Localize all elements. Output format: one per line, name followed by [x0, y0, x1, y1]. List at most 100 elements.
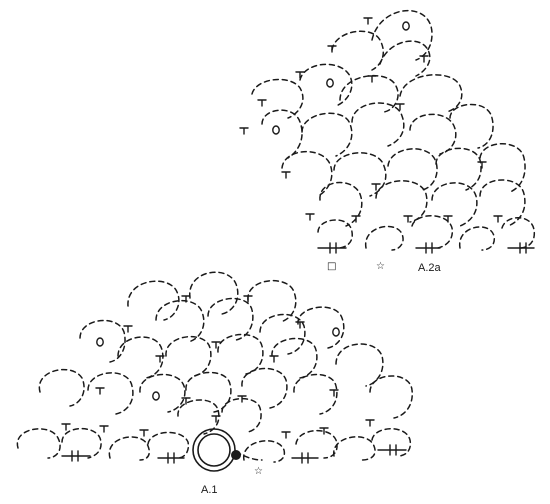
chain-arch: [449, 103, 494, 149]
stitch-symbol: [443, 215, 453, 223]
chain-arch: [221, 397, 262, 433]
chain-arch: [147, 431, 190, 459]
picot-circle: [332, 327, 340, 337]
chain-arch: [271, 337, 318, 379]
a1-single-stitches: [61, 295, 375, 439]
stitch-symbol: [155, 355, 165, 363]
chain-arch: [139, 373, 186, 413]
chain-arch: [261, 109, 303, 159]
chain-arch: [295, 430, 338, 459]
stitch-symbol: [95, 387, 105, 395]
stitch-symbol: [295, 321, 305, 329]
chain-arch: [459, 226, 496, 251]
stitch-symbol: [305, 213, 315, 221]
stitch-symbol: [211, 341, 221, 349]
chain-arch: [79, 319, 126, 363]
diagram-a1: ☆ A.1: [16, 271, 413, 496]
chain-arch: [319, 181, 363, 227]
stitch-symbol: [61, 423, 71, 431]
stitch-symbol: [269, 355, 279, 363]
chain-arch: [335, 343, 384, 387]
chain-arch: [431, 182, 478, 227]
chain-arch: [165, 335, 212, 377]
a1-chain-arches: [16, 271, 413, 463]
stitch-symbol: [351, 215, 361, 223]
stitch-symbol: [181, 397, 191, 405]
a2a-chain-arches: [251, 10, 536, 251]
picot-circle: [152, 391, 160, 401]
chain-arch: [38, 368, 85, 407]
chain-arch: [371, 428, 412, 457]
chain-arch: [409, 113, 457, 155]
chain-arch: [339, 74, 399, 113]
stitch-symbol: [99, 425, 109, 433]
a2a-single-stitches: [239, 17, 503, 223]
chain-arch: [365, 225, 404, 251]
chain-arch: [251, 78, 304, 119]
stitch-symbol: [243, 295, 253, 303]
a1-base-stitches: [61, 444, 407, 464]
a2a-markers: □ ☆: [327, 261, 385, 272]
a1-picots: [96, 327, 340, 401]
slip-stitch-dot: [231, 450, 241, 460]
chain-arch: [333, 436, 376, 461]
a2a-picots: [272, 21, 410, 135]
chain-arch: [177, 399, 220, 435]
stitch-symbol: [477, 161, 487, 169]
chain-arch: [243, 440, 286, 463]
stitch-symbol: [123, 325, 133, 333]
chain-arch: [108, 436, 151, 461]
stitch-symbol: [367, 75, 377, 83]
double-stitch-symbol: [157, 452, 185, 464]
chain-arch: [281, 150, 333, 197]
a2a-base-stitches: [317, 242, 535, 254]
chain-arch: [379, 40, 431, 77]
stitch-symbol: [395, 103, 405, 111]
stitch-symbol: [403, 215, 413, 223]
chain-arch: [301, 112, 353, 157]
picot-circle: [326, 78, 334, 88]
square-marker: □: [327, 261, 336, 272]
double-stitch-symbol: [61, 450, 91, 462]
stitch-symbol: [211, 415, 221, 423]
stitch-symbol: [319, 427, 329, 435]
chain-arch: [189, 271, 239, 315]
double-stitch-symbol: [291, 452, 319, 464]
magic-ring-outer: [192, 428, 236, 472]
star-marker: ☆: [254, 466, 263, 477]
chain-arch: [293, 373, 338, 415]
picot-circle: [402, 21, 410, 31]
stitch-symbol: [371, 183, 381, 191]
stitch-symbol: [239, 127, 249, 135]
chain-arch: [375, 180, 428, 223]
star-marker: ☆: [376, 261, 385, 272]
chain-arch: [87, 372, 134, 415]
diagram-a2a: □ ☆ A.2a: [239, 10, 536, 274]
stitch-symbol: [139, 429, 149, 437]
chain-arch: [297, 306, 345, 349]
stitch-symbol: [363, 17, 373, 25]
chain-arch: [16, 428, 61, 459]
chain-arch: [185, 371, 232, 413]
double-stitch-symbol: [415, 242, 441, 254]
chain-arch: [117, 336, 164, 379]
chain-arch: [387, 148, 438, 191]
chain-arch: [299, 63, 353, 107]
stitch-symbol: [237, 395, 247, 403]
chain-arch: [317, 219, 353, 249]
magic-ring: [192, 428, 241, 472]
chain-arch: [371, 10, 433, 61]
stitch-symbol: [365, 419, 375, 427]
diagram-label-a1: A.1: [201, 484, 218, 496]
double-stitch-symbol: [377, 444, 407, 456]
chain-arch: [217, 333, 264, 375]
picot-circle: [272, 125, 280, 135]
stitch-symbol: [295, 71, 305, 79]
diagram-label-a2a: A.2a: [418, 262, 442, 274]
chain-arch: [61, 428, 102, 459]
stitch-symbol: [327, 45, 337, 53]
stitch-symbol: [281, 431, 291, 439]
chain-arch: [501, 217, 536, 249]
stitch-symbol: [281, 171, 291, 179]
